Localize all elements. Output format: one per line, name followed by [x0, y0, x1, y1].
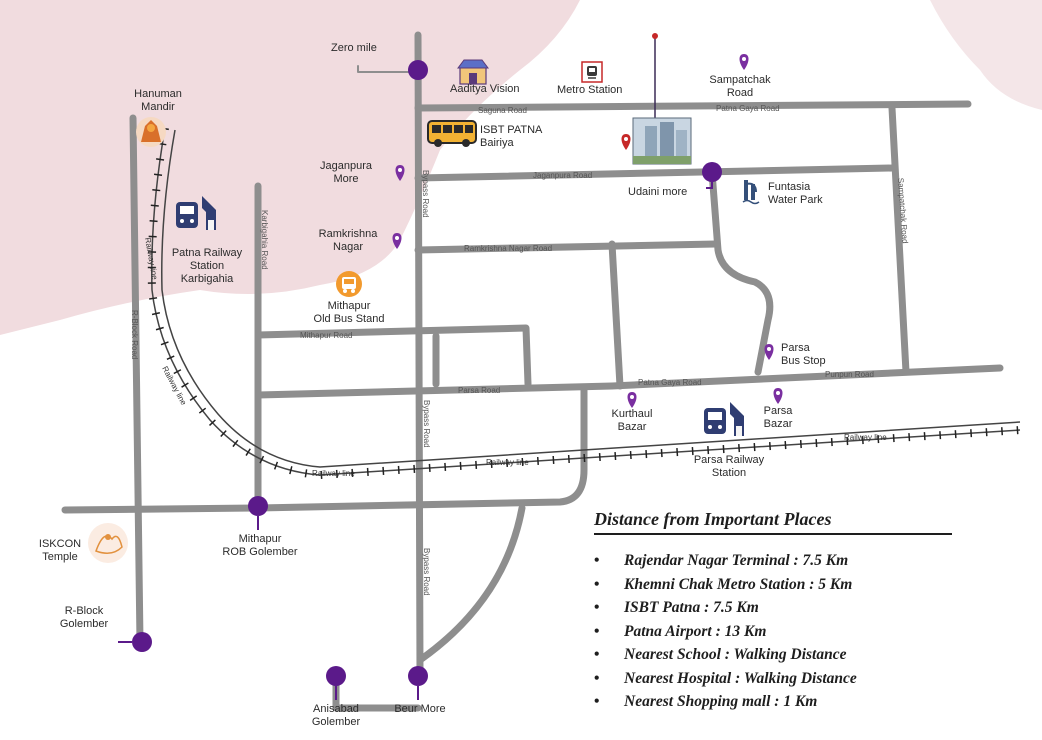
distance-panel: Distance from Important Places Rajendar …: [594, 508, 974, 714]
funtasia-water-park-label: Funtasia Water Park: [768, 181, 823, 206]
junction-markers: [118, 60, 722, 700]
kurthaul-bazar-label: Kurthaul Bazar: [611, 408, 653, 433]
r-block-golember-marker: [132, 632, 152, 652]
sampatchak-pin-icon: [739, 54, 749, 70]
parsa-railway-station-label: Parsa Railway Station: [693, 454, 765, 479]
distance-list: Rajendar Nagar Terminal : 7.5 Km Khemni …: [594, 549, 974, 714]
jaganpura-more-label: Jaganpura More: [320, 160, 372, 185]
zero-mile-label: Zero mile: [331, 42, 377, 54]
road-label-patna-gaya-top: Patna Gaya Road: [716, 104, 780, 113]
road-central-vertical: [414, 31, 424, 680]
parsa-bazar-pin-icon: [773, 388, 783, 404]
distance-item: Nearest School : Walking Distance: [594, 643, 974, 667]
project-pin-icon: [621, 134, 631, 150]
water-park-icon: [742, 180, 760, 205]
beur-more-marker: [408, 666, 428, 686]
road-zero-mile-leader: [357, 65, 419, 73]
distance-item: Nearest Shopping mall : 1 Km: [594, 690, 974, 714]
r-block-golember-label: R-Block Golember: [59, 605, 109, 630]
road-mithapur: [254, 324, 532, 388]
road-curve-south: [416, 504, 526, 664]
road-jaganpura: [414, 164, 896, 182]
aaditya-vision-label: Aaditya Vision: [450, 83, 520, 95]
road-parsa-patna-gaya: [254, 364, 1004, 399]
road-r-block: [129, 114, 144, 646]
pin-markers: [392, 54, 783, 408]
title-underline: [594, 533, 952, 535]
ramkrishna-pin-icon: [392, 233, 402, 249]
store-icon: [457, 59, 489, 85]
sampatchak-road-label: Sampatchak Road: [709, 74, 771, 99]
rail-label-5: Railway line: [844, 433, 887, 442]
landmark-icons: [88, 59, 760, 563]
zero-mile-marker: [408, 60, 428, 80]
rail-label-4: Railway line: [486, 458, 529, 467]
train-station-icon-patna: [176, 196, 216, 230]
mithapur-rob-golember-marker: [248, 496, 268, 516]
road-bottom-main: [61, 384, 588, 514]
road-label-mithapur: Mithapur Road: [300, 331, 352, 340]
project-location: [621, 33, 692, 165]
anisabad-golember-label: Anisabad Golember: [311, 703, 361, 728]
mithapur-old-bus-stand-label: Mithapur Old Bus Stand: [313, 300, 385, 325]
udaini-more-label: Udaini more: [628, 186, 688, 198]
distance-panel-title: Distance from Important Places: [594, 509, 832, 529]
road-label-ramkrishna-nagar: Ramkrishna Nagar Road: [464, 244, 552, 253]
road-612-vertical: [608, 240, 624, 390]
background-shade: [0, 0, 1042, 335]
metro-station-label: Metro Station: [557, 84, 623, 96]
road-label-bypass-upper: Bypass Road: [421, 170, 430, 218]
road-label-karbigahia: Karbigahia Road: [260, 210, 269, 270]
distance-item: Khemni Chak Metro Station : 5 Km: [594, 573, 974, 597]
train-station-icon-parsa: [704, 402, 744, 436]
road-label-jaganpura: Jaganpura Road: [533, 171, 592, 180]
distance-item: ISBT Patna : 7.5 Km: [594, 596, 974, 620]
road-saguna-patna-gaya-top: [414, 100, 972, 112]
bus-stand-icon: [336, 271, 362, 297]
road-label-bypass-south: Bypass Road: [422, 548, 431, 596]
metro-icon: [581, 61, 603, 83]
iskcon-icon: [88, 523, 128, 563]
iskcon-temple-label: ISKCON Temple: [38, 538, 82, 563]
road-label-r-block: R-Block Road: [130, 310, 139, 359]
parsa-bazar-label: Parsa Bazar: [763, 405, 793, 430]
road-sampatchak-vertical: [888, 104, 910, 376]
rail-label-3: Railway line: [312, 469, 355, 478]
distance-item: Patna Airport : 13 Km: [594, 620, 974, 644]
road-label-saguna: Saguna Road: [478, 106, 527, 115]
road-label-bypass-lower: Bypass Road: [422, 400, 431, 448]
anisabad-golember-marker: [326, 666, 346, 686]
road-label-patna-gaya: Patna Gaya Road: [638, 378, 702, 387]
ramkrishna-nagar-label: Ramkrishna Nagar: [318, 228, 378, 253]
patna-railway-station-label: Patna Railway Station Karbigahia: [171, 247, 243, 285]
kurthaul-pin-icon: [627, 392, 637, 408]
road-network: [61, 31, 1004, 712]
udaini-more-marker: [702, 162, 722, 182]
railway-line: [147, 127, 1021, 480]
parsa-bus-stop-label: Parsa Bus Stop: [781, 342, 826, 367]
distance-item: Rajendar Nagar Terminal : 7.5 Km: [594, 549, 974, 573]
road-label-parsa: Parsa Road: [458, 386, 500, 395]
mithapur-rob-golember-label: Mithapur ROB Golember: [222, 533, 298, 558]
isbt-patna-label: ISBT PATNA Bairiya: [480, 124, 543, 149]
parsa-bus-stop-pin-icon: [764, 344, 774, 360]
road-udaini-winding: [708, 168, 774, 376]
hanuman-mandir-label: Hanuman Mandir: [134, 88, 182, 113]
hanuman-icon: [136, 117, 166, 147]
road-ramkrishna-nagar: [414, 240, 720, 254]
road-label-punpun: Punpun Road: [825, 370, 874, 379]
jaganpura-pin-icon: [395, 165, 405, 181]
bus-icon: [427, 120, 477, 147]
beur-more-label: Beur More: [394, 703, 446, 715]
distance-item: Nearest Hospital : Walking Distance: [594, 667, 974, 691]
